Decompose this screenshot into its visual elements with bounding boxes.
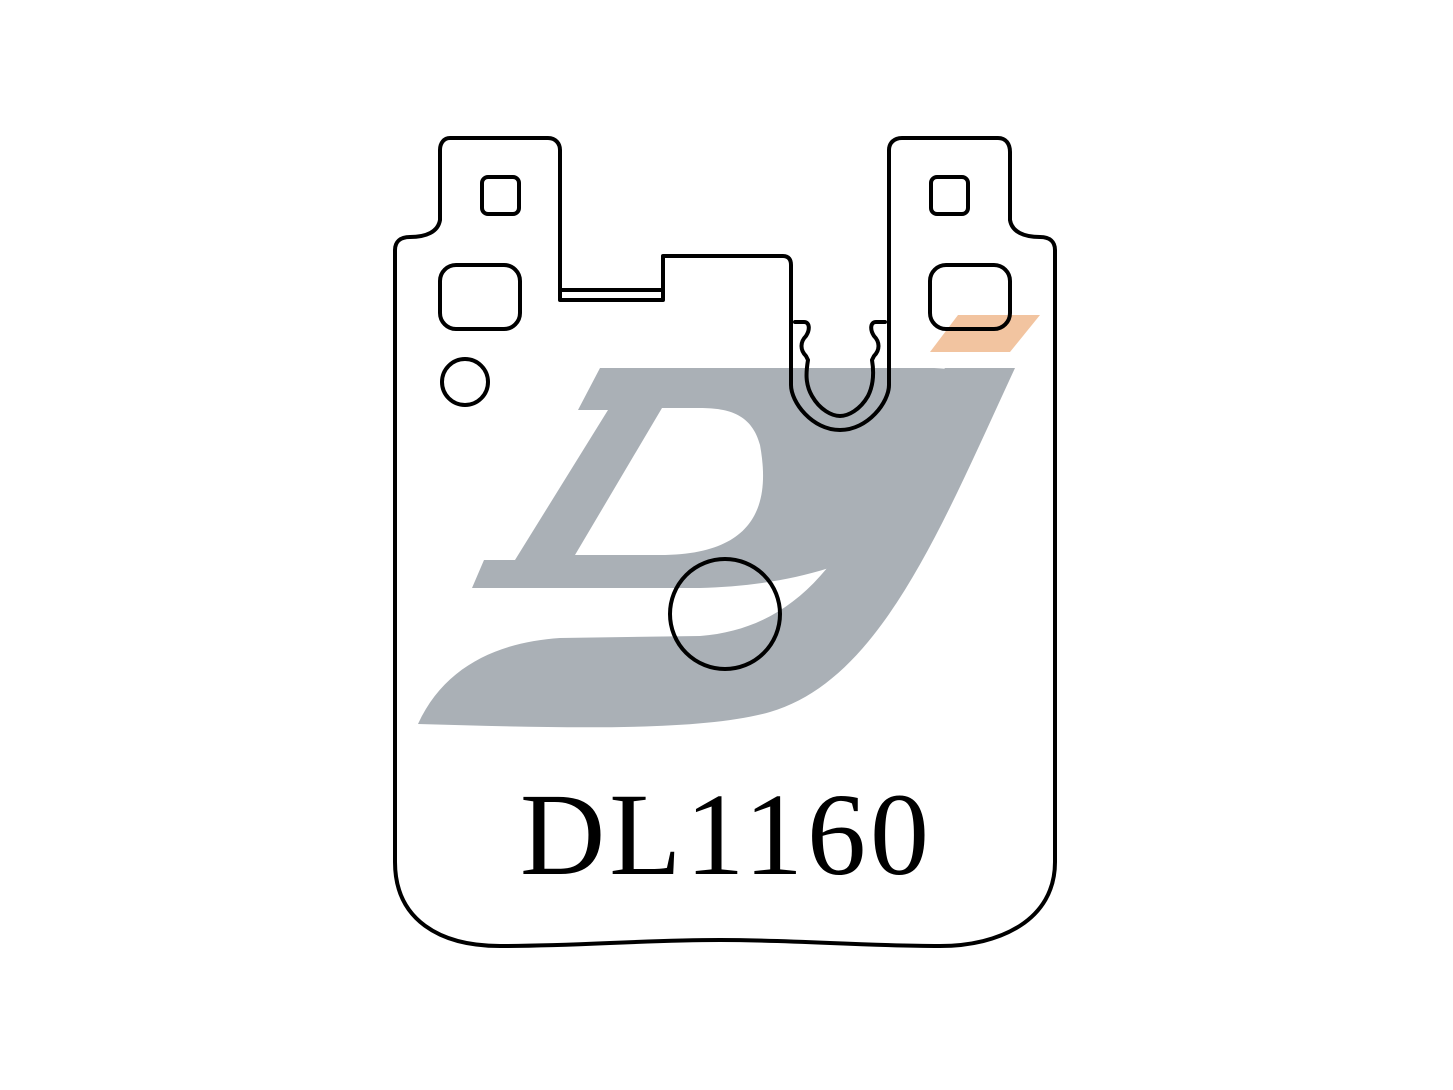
large-round-hole (668, 557, 782, 671)
small-round-hole (440, 357, 490, 407)
ear-hole-left (480, 175, 521, 216)
mount-hole-left (438, 263, 522, 331)
logo-letter-j (418, 368, 1015, 728)
clip-slot-outline (793, 320, 887, 418)
backing-plate-outline (393, 136, 1057, 948)
logo-accent (930, 315, 1040, 352)
dj-logo (418, 315, 1040, 728)
mount-hole-right (928, 263, 1012, 331)
ear-hole-right (929, 175, 970, 216)
part-number-label: DL1160 (520, 769, 933, 900)
